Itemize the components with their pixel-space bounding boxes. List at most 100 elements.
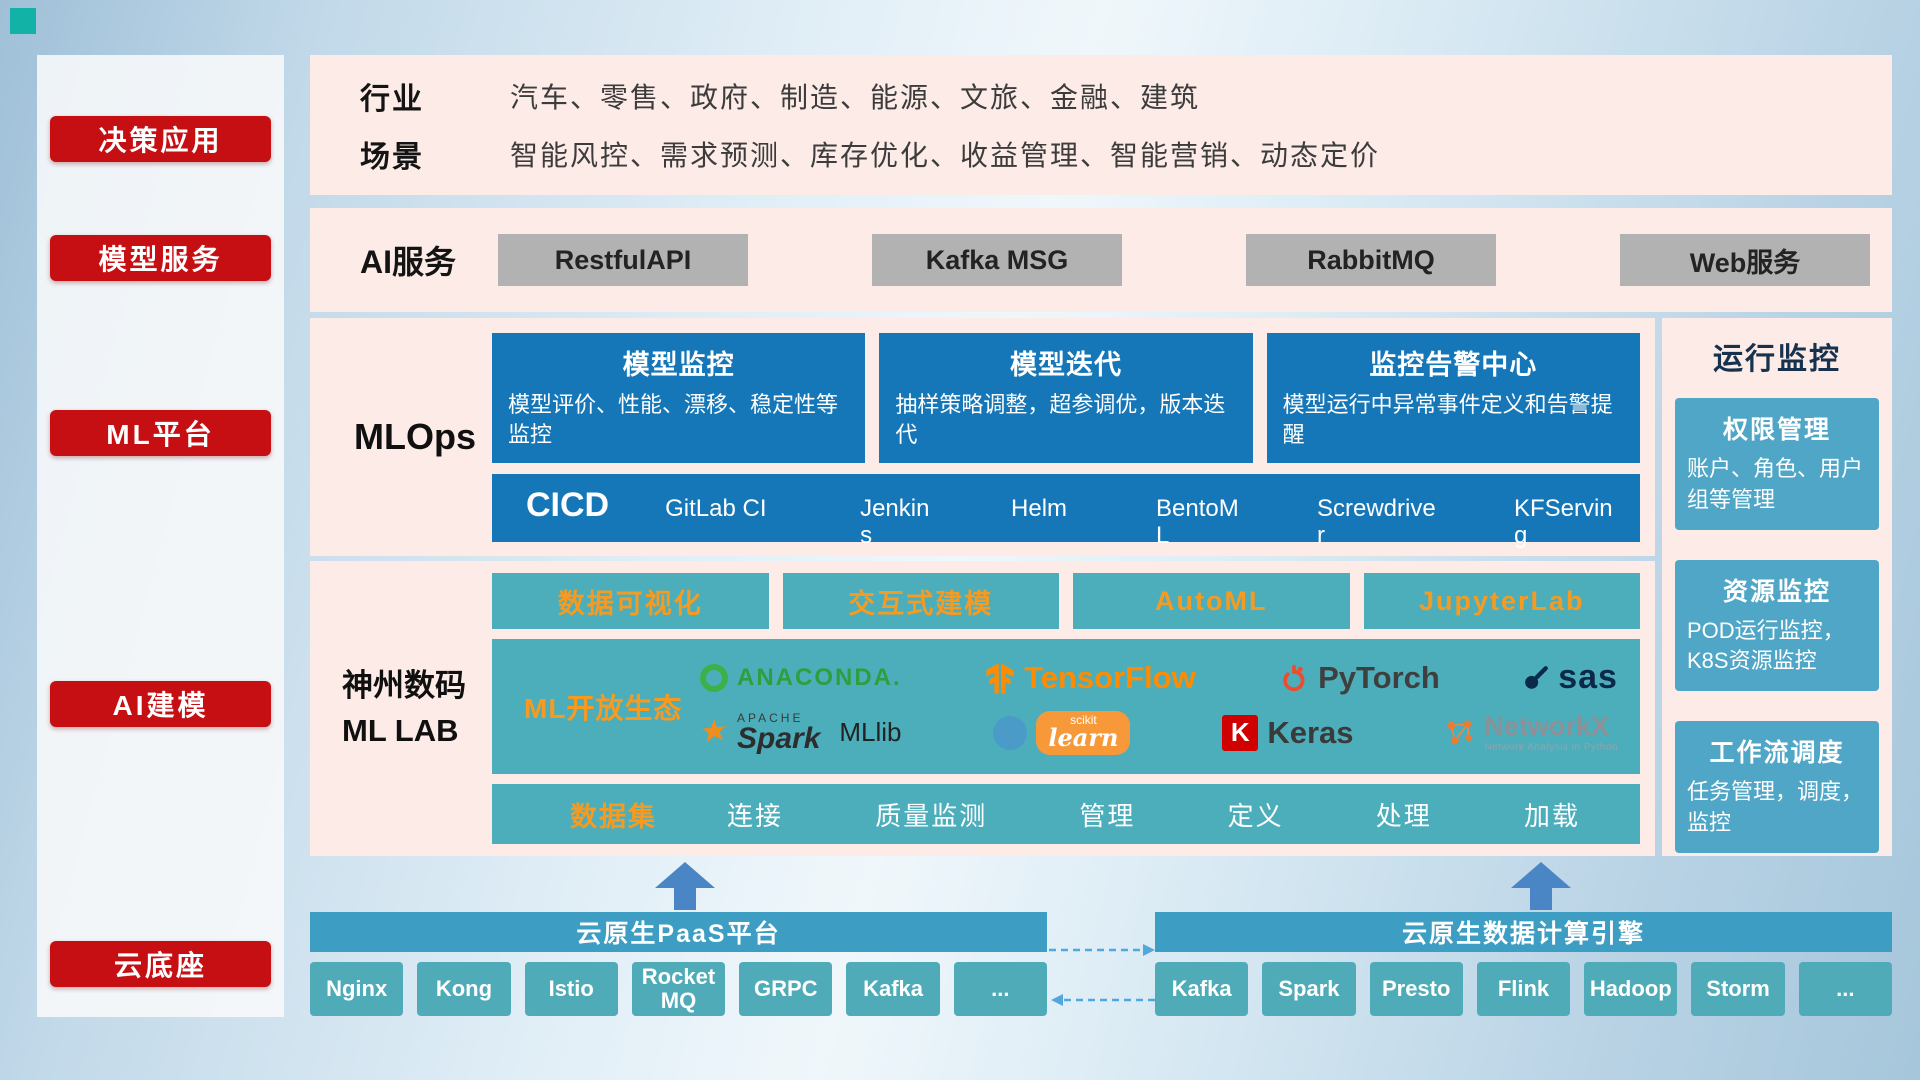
up-arrow-engine-icon [1511, 862, 1571, 910]
card-desc: 账户、角色、用户组等管理 [1687, 456, 1864, 512]
nginx-chip: Nginx [310, 962, 404, 1016]
rail-badge-ml-platform: ML平台 [50, 410, 271, 456]
spark-wordmark: APACHE Spark [737, 712, 820, 754]
kafka-chip: Kafka [846, 962, 940, 1016]
jupyterlab-chip: JupyterLab [1363, 573, 1640, 629]
card-title: 模型迭代 [1009, 350, 1122, 380]
paas-middleware-row: Nginx Kong Istio RocketMQ GRPC Kafka ... [310, 962, 1047, 1016]
networkx-icon [1447, 720, 1473, 744]
card-title: 权限管理 [1722, 416, 1831, 444]
left-rail: 决策应用 模型服务 ML平台 AI建模 云底座 [37, 55, 284, 1017]
keras-wordmark: Keras [1267, 714, 1354, 750]
spark-name: Spark [737, 721, 821, 755]
ecosystem-row: APACHE Spark MLlib scikit learn [692, 710, 1626, 755]
tensorflow-wordmark: TensorFlow [1024, 659, 1196, 695]
cicd-label: CICD [526, 486, 610, 524]
scenario-label: 场景 [360, 140, 424, 174]
industry-scenario-panel: 行业 汽车、零售、政府、制造、能源、文旅、金融、建筑 场景 智能风控、需求预测、… [310, 55, 1892, 195]
spark-mllib-logo: APACHE Spark MLlib [700, 712, 902, 754]
anaconda-wordmark: ANACONDA. [737, 663, 902, 691]
runtime-monitor-panel: 运行监控 权限管理 账户、角色、用户组等管理 资源监控 POD运行监控，K8S资… [1662, 318, 1892, 856]
corner-decoration [10, 8, 36, 34]
ml-lab-tools: 数据可视化 交互式建模 AutoML JupyterLab [492, 573, 1640, 629]
dataset-bar: 数据集 连接 质量监测 管理 定义 处理 加载 [492, 784, 1640, 844]
interactive-modeling-chip: 交互式建模 [782, 573, 1059, 629]
dataset-capability: 处理 [1375, 800, 1432, 831]
data-engine-header: 云原生数据计算引擎 [1155, 912, 1892, 952]
scikit-learn-icon [993, 715, 1028, 750]
grpc-chip: GRPC [739, 962, 833, 1016]
ml-lab-panel: 神州数码 ML LAB 数据可视化 交互式建模 AutoML JupyterLa… [310, 561, 1655, 856]
permission-management-card: 权限管理 账户、角色、用户组等管理 [1675, 398, 1879, 530]
ecosystem-row: ANACONDA. TensorFlow PyTorch sas [692, 658, 1626, 697]
mlops-cards: 模型监控 模型评价、性能、漂移、稳定性等监控 模型迭代 抽样策略调整，超参调优，… [492, 333, 1640, 463]
cicd-tool: Screwdriver [1316, 495, 1436, 549]
industry-values: 汽车、零售、政府、制造、能源、文旅、金融、建筑 [510, 82, 1201, 114]
networkx-wordmark: NetworkX Network Analysis in Python [1484, 711, 1618, 754]
card-title: 资源监控 [1722, 577, 1831, 606]
rail-badge-model-service: 模型服务 [50, 235, 271, 281]
card-desc: 抽样策略调整，超参调优，版本迭代 [895, 392, 1226, 447]
cicd-tools: GitLab CI Jenkins Helm BentoML Screwdriv… [665, 495, 1614, 550]
cicd-tool: KFServing [1513, 495, 1613, 549]
model-monitoring-card: 模型监控 模型评价、性能、漂移、稳定性等监控 [492, 333, 866, 463]
dataset-capability: 管理 [1079, 800, 1136, 831]
tensorflow-icon [986, 663, 1014, 694]
scikit-label: scikit [1070, 712, 1097, 727]
anaconda-icon [700, 663, 728, 692]
workflow-scheduler-card: 工作流调度 任务管理，调度，监控 [1675, 721, 1879, 853]
card-desc: 任务管理，调度，监控 [1687, 779, 1864, 835]
sas-icon [1525, 665, 1549, 689]
kong-chip: Kong [417, 962, 511, 1016]
alert-center-card: 监控告警中心 模型运行中异常事件定义和告警提醒 [1266, 333, 1640, 463]
ml-lab-label-line2: ML LAB [342, 712, 459, 748]
anaconda-logo: ANACONDA. [700, 663, 902, 692]
networkx-subtitle: Network Analysis in Python [1484, 742, 1618, 754]
rail-badge-cloud-base: 云底座 [50, 941, 271, 987]
ml-lab-content: 数据可视化 交互式建模 AutoML JupyterLab ML开放生态 ANA… [492, 573, 1640, 844]
ecosystem-label: ML开放生态 [524, 692, 683, 724]
data-visualization-chip: 数据可视化 [492, 573, 769, 629]
cicd-tool: Helm [1011, 495, 1068, 522]
runtime-monitor-cards: 权限管理 账户、角色、用户组等管理 资源监控 POD运行监控，K8S资源监控 工… [1662, 398, 1892, 853]
spark-icon [702, 718, 726, 742]
data-engine-row: Kafka Spark Presto Flink Hadoop Storm ..… [1155, 962, 1892, 1016]
cicd-tool: Jenkins [860, 495, 930, 549]
ecosystem-logos: ANACONDA. TensorFlow PyTorch sas [692, 645, 1626, 768]
ai-service-panel: AI服务 RestfulAPI Kafka MSG RabbitMQ Web服务 [310, 208, 1892, 312]
rail-badge-ai-modeling: AI建模 [50, 681, 271, 727]
cicd-tool: GitLab CI [665, 495, 767, 522]
presto-chip: Presto [1369, 962, 1463, 1016]
dataset-capability: 连接 [727, 800, 784, 831]
cicd-bar: CICD GitLab CI Jenkins Helm BentoML Scre… [492, 474, 1640, 549]
tensorflow-logo: TensorFlow [985, 660, 1196, 696]
learn-label: learn [1048, 722, 1119, 752]
card-desc: 模型评价、性能、漂移、稳定性等监控 [508, 392, 839, 447]
rocketmq-chip: RocketMQ [631, 962, 726, 1016]
more-chip: ... [953, 962, 1047, 1016]
hadoop-chip: Hadoop [1584, 962, 1678, 1016]
keras-icon: K [1222, 714, 1259, 751]
card-title: 模型监控 [622, 350, 735, 380]
keras-logo: K Keras [1222, 714, 1354, 751]
pytorch-wordmark: PyTorch [1318, 659, 1440, 695]
mlops-panel: MLOps 模型监控 模型评价、性能、漂移、稳定性等监控 模型迭代 抽样策略调整… [310, 318, 1655, 556]
resource-monitor-card: 资源监控 POD运行监控，K8S资源监控 [1675, 559, 1879, 692]
sas-logo: sas [1523, 658, 1618, 697]
dashed-connector-arrows [1049, 944, 1155, 1006]
scenario-values: 智能风控、需求预测、库存优化、收益管理、智能营销、动态定价 [510, 139, 1381, 171]
dataset-capabilities: 连接 质量监测 管理 定义 处理 加载 [727, 796, 1580, 833]
mllib-label: MLlib [839, 717, 902, 748]
up-arrow-paas-icon [655, 862, 715, 910]
spark-engine-chip: Spark [1262, 962, 1356, 1016]
restfulapi-chip: RestfulAPI [498, 234, 748, 286]
automl-chip: AutoML [1073, 573, 1350, 629]
scikit-learn-logo: scikit learn [993, 710, 1131, 755]
kafka-engine-chip: Kafka [1155, 962, 1249, 1016]
ml-open-ecosystem: ML开放生态 ANACONDA. TensorFlow [492, 639, 1640, 774]
kafka-msg-chip: Kafka MSG [872, 234, 1122, 286]
flink-chip: Flink [1476, 962, 1571, 1016]
ai-service-label: AI服务 [360, 244, 457, 280]
ml-lab-label: 神州数码 ML LAB [330, 561, 490, 856]
